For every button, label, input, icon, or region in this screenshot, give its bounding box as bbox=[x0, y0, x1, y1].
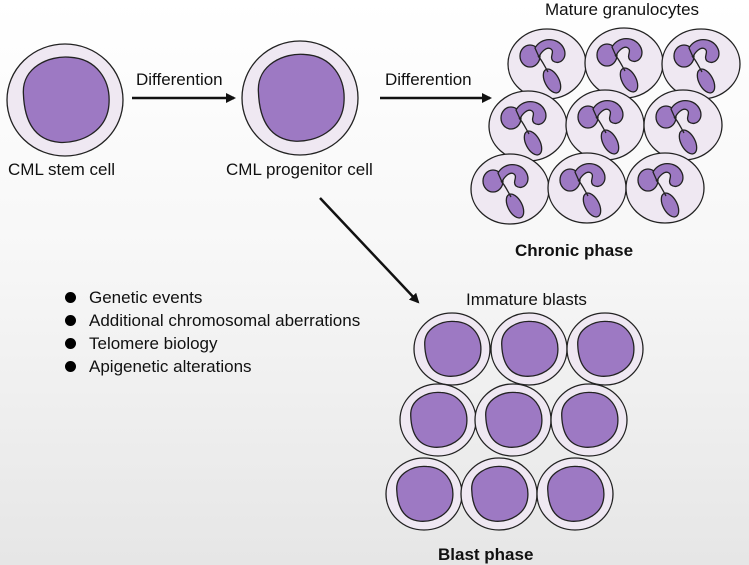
mature-granulocyte bbox=[584, 27, 664, 99]
immature-blast bbox=[474, 383, 552, 457]
immature-blast bbox=[413, 312, 491, 386]
label-mature-granulocytes: Mature granulocytes bbox=[545, 0, 700, 19]
label-immature-blasts: Immature blasts bbox=[466, 290, 587, 309]
immature-blast bbox=[566, 312, 644, 386]
mature-granulocyte bbox=[488, 90, 568, 162]
mature-granulocyte bbox=[507, 28, 587, 100]
blast-transition-arrow bbox=[319, 197, 420, 304]
immature-blast bbox=[399, 383, 477, 457]
label-cml-stem-cell: CML stem cell bbox=[8, 160, 116, 179]
factor-text: Additional chromosomal aberrations bbox=[89, 311, 361, 330]
immature-blast bbox=[385, 457, 463, 531]
factor-item: Additional chromosomal aberrations bbox=[62, 309, 360, 332]
mature-granulocyte bbox=[643, 89, 723, 161]
factor-text: Telomere biology bbox=[89, 334, 218, 353]
factor-item: Telomere biology bbox=[62, 332, 360, 355]
label-blast-phase: Blast phase bbox=[438, 545, 534, 564]
cml-stem-cell bbox=[6, 43, 124, 157]
factor-text: Apigenetic alterations bbox=[89, 357, 252, 376]
immature-blast bbox=[550, 383, 628, 457]
bullet-icon bbox=[65, 338, 76, 349]
bullet-icon bbox=[65, 315, 76, 326]
immature-blast bbox=[490, 312, 568, 386]
factor-item: Apigenetic alterations bbox=[62, 355, 360, 378]
arrow-label-differention-2: Differention bbox=[385, 70, 472, 89]
bullet-icon bbox=[65, 361, 76, 372]
factor-item: Genetic events bbox=[62, 286, 360, 309]
mature-granulocyte bbox=[470, 153, 550, 225]
immature-blast bbox=[460, 457, 538, 531]
immature-blast bbox=[536, 457, 614, 531]
arrow-label-differention-1: Differention bbox=[136, 70, 223, 89]
mature-granulocyte bbox=[565, 89, 645, 161]
label-cml-progenitor-cell: CML progenitor cell bbox=[226, 160, 373, 179]
cml-progenitor-cell bbox=[241, 40, 359, 156]
mature-granulocyte bbox=[661, 28, 741, 100]
mature-granulocyte bbox=[547, 152, 627, 224]
bullet-icon bbox=[65, 292, 76, 303]
mature-granulocyte bbox=[625, 152, 705, 224]
label-chronic-phase: Chronic phase bbox=[515, 241, 634, 260]
progression-factors-list: Genetic events Additional chromosomal ab… bbox=[62, 286, 360, 378]
factor-text: Genetic events bbox=[89, 288, 203, 307]
